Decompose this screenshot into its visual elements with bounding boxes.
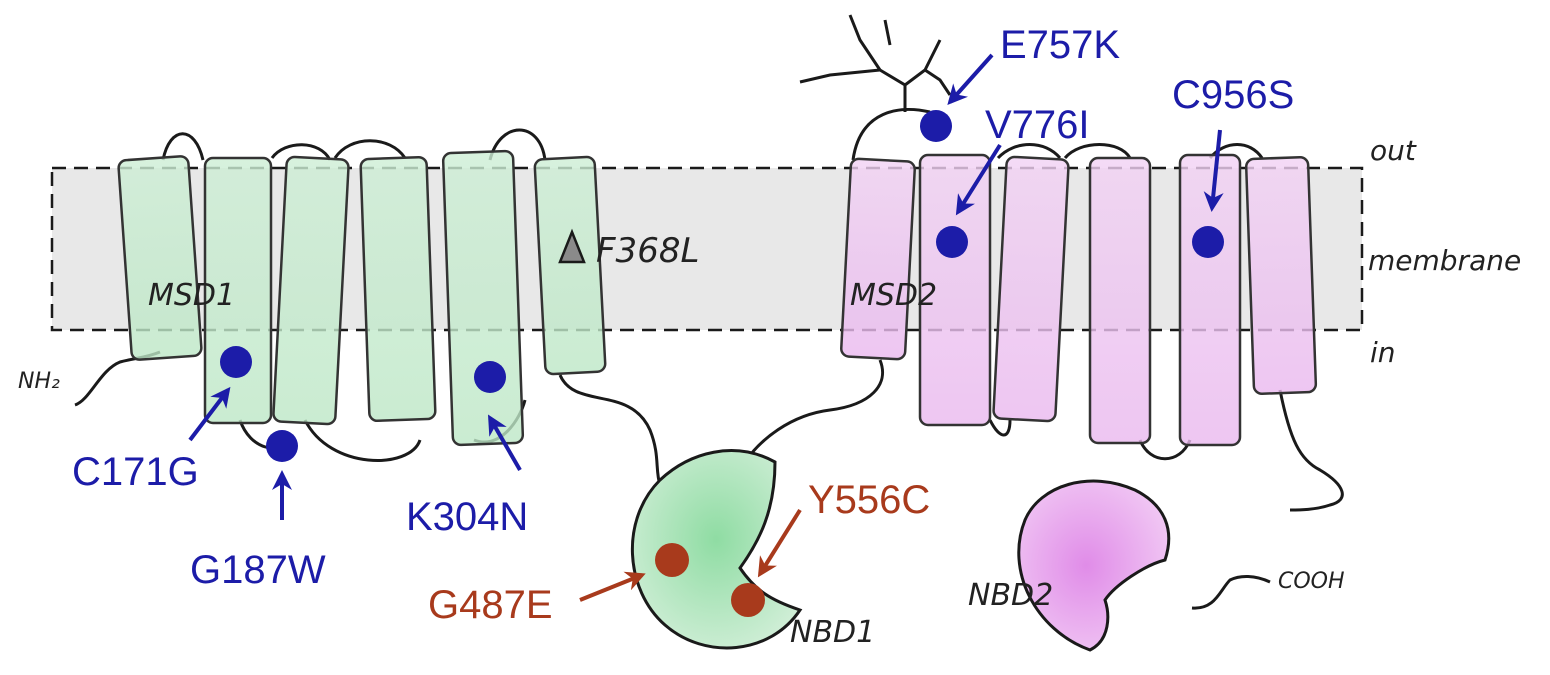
linker-nbd1-msd2 xyxy=(743,359,884,463)
glycan-branch-e xyxy=(883,19,892,46)
arrow-y556c xyxy=(757,508,802,578)
dot-c956s xyxy=(1192,226,1224,258)
dot-g187w xyxy=(266,430,298,462)
tm9 xyxy=(992,155,1070,423)
glycan-branch-b xyxy=(799,68,881,84)
glycan-stem xyxy=(879,68,907,112)
icl2 xyxy=(303,419,422,462)
in-label: in xyxy=(1370,336,1396,369)
blue-mutations xyxy=(220,110,1224,462)
nbd2-label: NBD2 xyxy=(968,578,1053,613)
red-mutation-labels: Y556C G487E xyxy=(428,478,930,627)
tm7 xyxy=(840,157,916,361)
ecl4 xyxy=(488,128,547,161)
tm11 xyxy=(1178,153,1242,447)
glycan-branch-a xyxy=(848,14,882,71)
arrow-c171g xyxy=(188,386,231,442)
red-mutations xyxy=(655,543,765,617)
arrow-v776i xyxy=(955,143,1002,216)
glycan-branch-d xyxy=(924,68,952,96)
tm1 xyxy=(117,155,203,361)
c171g-label: C171G xyxy=(72,450,199,494)
ecl2 xyxy=(270,143,332,161)
blue-mutation-labels: E757K V776I C956S C171G G187W K304N xyxy=(72,23,1294,592)
triangle-marker-icon xyxy=(558,228,586,264)
f368l-label: F368L xyxy=(596,231,699,271)
dot-v776i xyxy=(936,226,968,258)
msd2-label: MSD2 xyxy=(850,278,937,313)
dot-c171g xyxy=(220,346,252,378)
k304n-label: K304N xyxy=(406,495,528,539)
ecl1 xyxy=(161,132,205,161)
blue-arrows xyxy=(188,53,1224,520)
tm8 xyxy=(918,153,992,427)
c956s-label: C956S xyxy=(1172,73,1294,117)
ecl-msd2-1 xyxy=(851,108,931,161)
linker-msd1-nbd1 xyxy=(558,374,662,486)
red-arrows xyxy=(579,508,802,602)
ecl-msd2-4 xyxy=(1208,143,1264,160)
mutation-f368l: F368L xyxy=(558,228,699,271)
g187w-label: G187W xyxy=(190,548,326,592)
tm10 xyxy=(1088,156,1152,445)
arrow-e757k xyxy=(947,53,994,105)
nbd2-domain xyxy=(1017,479,1171,652)
icl-msd2-1 xyxy=(988,419,1012,437)
tm4 xyxy=(359,155,437,423)
tm3 xyxy=(272,155,350,426)
msd1-label: MSD1 xyxy=(148,278,235,313)
nbd1-label: NBD1 xyxy=(790,615,875,650)
linker-msd2-nbd2 xyxy=(1278,389,1344,512)
out-label: out xyxy=(1370,134,1417,167)
dot-y556c xyxy=(731,583,765,617)
nh2-label: NH₂ xyxy=(18,369,60,394)
dot-k304n xyxy=(474,361,506,393)
tm12 xyxy=(1244,156,1318,395)
membrane-label: membrane xyxy=(1368,244,1521,277)
ecl3 xyxy=(333,139,407,159)
ecl-msd2-3 xyxy=(1063,143,1132,160)
cooh-label: COOH xyxy=(1278,569,1345,594)
e757k-label: E757K xyxy=(1000,23,1120,67)
dot-g487e xyxy=(655,543,689,577)
y556c-label: Y556C xyxy=(808,478,930,522)
icl-msd2-2 xyxy=(1138,439,1192,461)
arrow-k304n xyxy=(488,414,522,471)
c-terminal-tail xyxy=(1191,575,1271,610)
ecl-msd2-2 xyxy=(996,143,1062,160)
arrow-g487e xyxy=(579,571,646,602)
msd2-helices xyxy=(840,153,1318,447)
dot-e757k xyxy=(920,110,952,142)
tm5 xyxy=(441,149,525,447)
tm6 xyxy=(533,155,607,376)
backbone-lines xyxy=(74,14,1344,610)
v776i-label: V776I xyxy=(985,103,1090,147)
g487e-label: G487E xyxy=(428,583,553,627)
arrow-c956s xyxy=(1203,129,1224,212)
